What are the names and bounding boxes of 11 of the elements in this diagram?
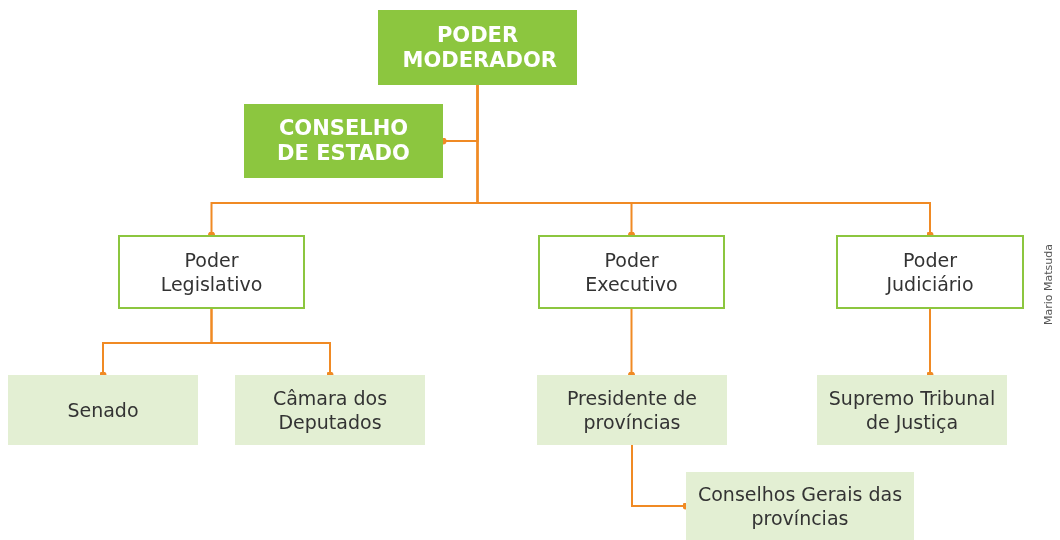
- branch-box: Poder Judiciário: [836, 235, 1024, 309]
- branch-box: Poder Legislativo: [118, 235, 305, 309]
- credit-text: Mario Matsuda: [1042, 244, 1055, 325]
- organ-box: Senado: [8, 375, 198, 445]
- organ-box: Presidente de províncias: [537, 375, 727, 445]
- title-box: PODER MODERADOR: [378, 10, 577, 85]
- organ-box: Câmara dos Deputados: [235, 375, 425, 445]
- title-box: CONSELHO DE ESTADO: [244, 104, 443, 178]
- organ-box: Conselhos Gerais das províncias: [686, 472, 914, 540]
- organ-box: Supremo Tribunal de Justiça: [817, 375, 1007, 445]
- branch-box: Poder Executivo: [538, 235, 725, 309]
